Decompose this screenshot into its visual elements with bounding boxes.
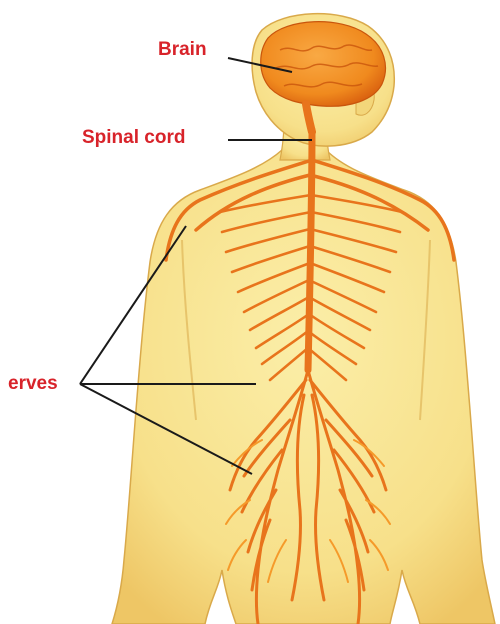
nerves-label: erves xyxy=(8,374,58,393)
spinal-cord-label: Spinal cord xyxy=(82,128,185,147)
brain-label: Brain xyxy=(158,40,207,59)
